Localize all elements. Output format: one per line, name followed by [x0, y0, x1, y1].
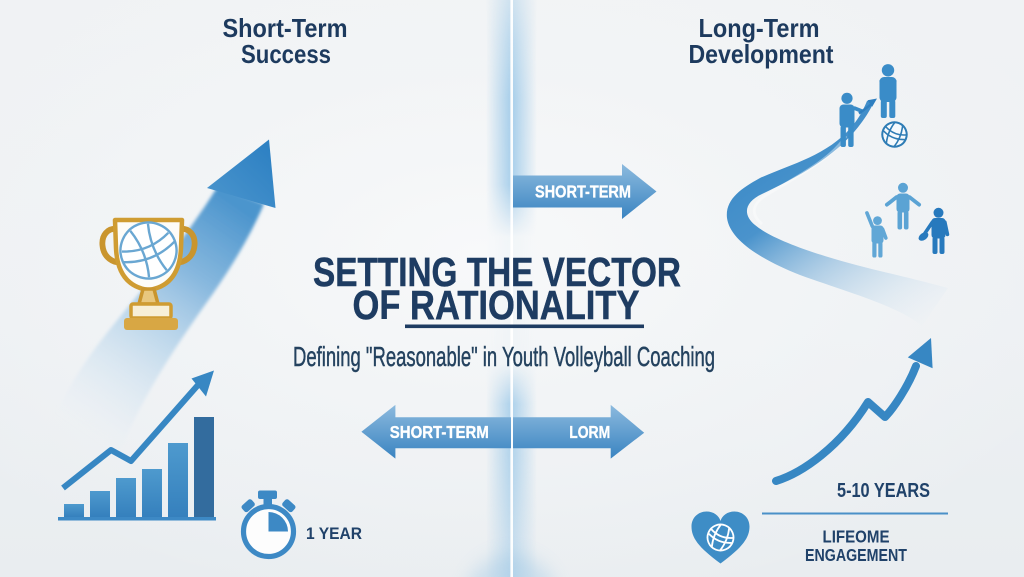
svg-text:Development: Development	[689, 39, 834, 69]
svg-text:SHORT-TERM: SHORT-TERM	[390, 422, 489, 442]
svg-text:LORM: LORM	[569, 422, 610, 442]
svg-text:1 YEAR: 1 YEAR	[306, 524, 362, 543]
svg-text:SHORT-TERM: SHORT-TERM	[535, 182, 631, 202]
svg-text:Long-Term: Long-Term	[699, 13, 820, 43]
svg-text:Defining "Reasonable" in Youth: Defining "Reasonable" in Youth Volleybal…	[293, 341, 715, 372]
svg-text:OF RATIONALITY: OF RATIONALITY	[353, 282, 640, 328]
svg-text:LIFEOME: LIFEOME	[823, 527, 890, 547]
svg-text:Short-Term: Short-Term	[223, 13, 348, 43]
svg-text:5-10 YEARS: 5-10 YEARS	[837, 480, 930, 502]
svg-text:SETTING THE VECTOR: SETTING THE VECTOR	[313, 249, 681, 295]
svg-text:Success: Success	[241, 39, 331, 69]
svg-text:ENGAGEMENT: ENGAGEMENT	[805, 545, 907, 565]
